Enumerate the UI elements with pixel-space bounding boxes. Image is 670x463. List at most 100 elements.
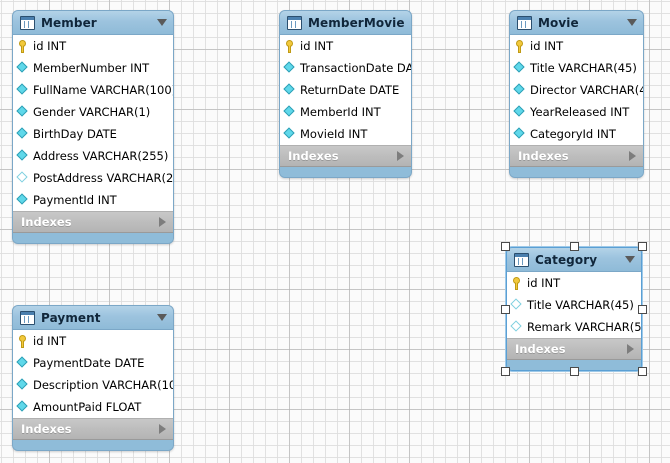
column-label: id INT (527, 276, 561, 290)
chevron-down-icon[interactable] (627, 19, 637, 26)
column-icon (17, 150, 29, 162)
chevron-right-icon[interactable] (629, 151, 636, 161)
table-node-payment[interactable]: Payment id INT PaymentDate DATE Description… (12, 305, 174, 451)
column-row[interactable]: id INT (280, 35, 411, 57)
column-label: FullName VARCHAR(100) (33, 83, 174, 97)
table-name: Member (41, 15, 97, 30)
column-row[interactable]: CategoryId INT (510, 123, 643, 145)
indexes-label: Indexes (515, 342, 566, 356)
chevron-right-icon[interactable] (159, 424, 166, 434)
table-header[interactable]: MemberMovie (280, 11, 411, 35)
indexes-section[interactable]: Indexes (13, 212, 173, 233)
column-row[interactable]: Address VARCHAR(255) (13, 145, 173, 167)
table-columns: id INT TransactionDate DATE ReturnDate DAT… (280, 35, 411, 146)
table-columns: id INT Title VARCHAR(45)Remark VARCHAR(50… (507, 272, 641, 339)
column-row[interactable]: Description VARCHAR(100) (13, 374, 173, 396)
column-row[interactable]: PaymentDate DATE (13, 352, 173, 374)
column-row[interactable]: id INT (507, 272, 641, 294)
chevron-right-icon[interactable] (159, 217, 166, 227)
column-row[interactable]: id INT (510, 35, 643, 57)
column-label: BirthDay DATE (33, 127, 117, 141)
column-row[interactable]: TransactionDate DATE (280, 57, 411, 79)
chevron-right-icon[interactable] (397, 151, 404, 161)
column-icon (514, 84, 526, 96)
resize-handle-e[interactable] (638, 304, 647, 314)
column-icon (284, 84, 296, 96)
table-footer-strip (510, 167, 643, 177)
column-row[interactable]: Title VARCHAR(45) (510, 57, 643, 79)
chevron-down-icon[interactable] (157, 19, 167, 26)
column-row[interactable]: BirthDay DATE (13, 123, 173, 145)
column-label: id INT (33, 39, 67, 53)
column-icon (17, 106, 29, 118)
column-row[interactable]: YearReleased INT (510, 101, 643, 123)
column-row[interactable]: Gender VARCHAR(1) (13, 101, 173, 123)
column-icon (511, 321, 523, 333)
column-icon (514, 128, 526, 140)
chevron-down-icon[interactable] (410, 19, 411, 26)
table-columns: id INT MemberNumber INT FullName VARCHAR(1… (13, 35, 173, 212)
column-row[interactable]: Title VARCHAR(45) (507, 294, 641, 316)
column-label: id INT (300, 39, 334, 53)
column-row[interactable]: MemberNumber INT (13, 57, 173, 79)
table-node-category[interactable]: Category id INT Title VARCHAR(45)Remark VA… (506, 247, 642, 371)
column-row[interactable]: Director VARCHAR(45) (510, 79, 643, 101)
column-icon (17, 401, 29, 413)
resize-handle-n[interactable] (569, 242, 579, 251)
table-node-movie[interactable]: Movie id INT Title VARCHAR(45)Director VAR… (509, 10, 644, 178)
table-icon (287, 15, 302, 30)
column-row[interactable]: MemberId INT (280, 101, 411, 123)
resize-handle-nw[interactable] (501, 242, 510, 251)
table-header[interactable]: Payment (13, 306, 173, 330)
column-label: TransactionDate DATE (300, 61, 412, 75)
resize-handle-ne[interactable] (638, 242, 647, 251)
column-icon (17, 379, 29, 391)
column-row[interactable]: Remark VARCHAR(500) (507, 316, 641, 338)
table-header[interactable]: Movie (510, 11, 643, 35)
resize-handle-se[interactable] (638, 367, 647, 376)
column-row[interactable]: PostAddress VARCHAR(255) (13, 167, 173, 189)
resize-handle-s[interactable] (569, 367, 579, 376)
column-icon (17, 357, 29, 369)
column-row[interactable]: PaymentId INT (13, 189, 173, 211)
column-row[interactable]: AmountPaid FLOAT (13, 396, 173, 418)
indexes-label: Indexes (21, 422, 72, 436)
chevron-down-icon[interactable] (625, 256, 635, 263)
column-icon (284, 62, 296, 74)
column-icon (17, 172, 29, 184)
table-icon (517, 15, 532, 30)
column-label: YearReleased INT (530, 105, 630, 119)
chevron-down-icon[interactable] (157, 314, 167, 321)
table-footer-strip (280, 167, 411, 177)
indexes-section[interactable]: Indexes (280, 146, 411, 167)
indexes-section[interactable]: Indexes (510, 146, 643, 167)
column-label: id INT (530, 39, 564, 53)
column-label: Description VARCHAR(100) (33, 378, 174, 392)
column-icon (284, 128, 296, 140)
indexes-section[interactable]: Indexes (507, 339, 641, 360)
column-icon (284, 106, 296, 118)
column-row[interactable]: id INT (13, 35, 173, 57)
table-node-membermovie[interactable]: MemberMovie id INT TransactionDate DATE Ret… (279, 10, 412, 178)
column-label: PaymentDate DATE (33, 356, 145, 370)
table-name: Payment (41, 310, 101, 325)
chevron-right-icon[interactable] (627, 344, 634, 354)
resize-handle-sw[interactable] (501, 367, 510, 376)
column-row[interactable]: MovieId INT (280, 123, 411, 145)
column-label: Address VARCHAR(255) (33, 149, 169, 163)
column-label: AmountPaid FLOAT (33, 400, 142, 414)
column-row[interactable]: ReturnDate DATE (280, 79, 411, 101)
table-node-member[interactable]: Member id INT MemberNumber INT FullName VAR… (12, 10, 174, 244)
resize-handle-w[interactable] (501, 304, 510, 314)
column-icon (17, 194, 29, 206)
column-label: ReturnDate DATE (300, 83, 400, 97)
column-row[interactable]: id INT (13, 330, 173, 352)
column-icon (17, 62, 29, 74)
table-header[interactable]: Category (507, 248, 641, 272)
indexes-section[interactable]: Indexes (13, 419, 173, 440)
column-row[interactable]: FullName VARCHAR(100) (13, 79, 173, 101)
table-columns: id INT PaymentDate DATE Description VARCHA… (13, 330, 173, 419)
table-header[interactable]: Member (13, 11, 173, 35)
column-label: MemberId INT (300, 105, 381, 119)
table-icon (514, 252, 529, 267)
